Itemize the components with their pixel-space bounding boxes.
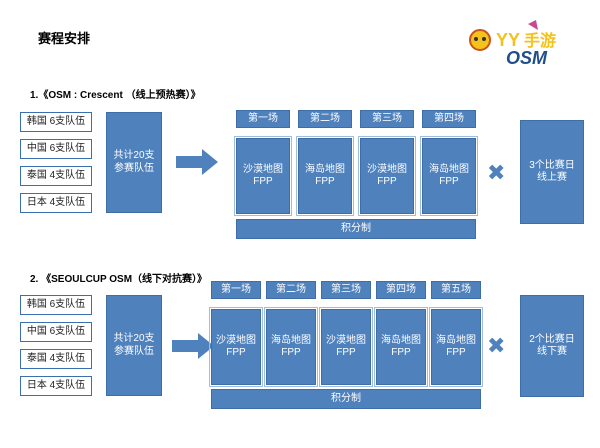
round-3-box: 第三场 [321,281,371,299]
svg-text:OSM: OSM [506,48,548,68]
page-title: 赛程安排 [38,31,91,46]
round-2-box: 第二场 [266,281,316,299]
round-1-box: 第一场 [236,110,290,128]
section-1-title: 1.《OSM : Crescent （线上预热赛）》 [30,90,201,101]
map-box-4: 海岛地图 FPP [420,136,478,216]
svg-text:手游: 手游 [524,31,556,50]
arrow-right-icon [176,149,218,175]
team-box-china: 中国 6支队伍 [20,139,92,159]
round-4-box: 第四场 [422,110,476,128]
team-box-thailand: 泰国 4支队伍 [20,349,92,369]
round-5-box: 第五场 [431,281,481,299]
team-box-china: 中国 6支队伍 [20,322,92,342]
map-box-3: 沙漠地图 FPP [358,136,416,216]
yy-osm-logo: YY 手游 OSM [466,20,584,70]
scoring-box: 积分制 [211,389,481,409]
round-2-box: 第二场 [298,110,352,128]
result-box: 3个比赛日 线上赛 [520,120,584,224]
round-4-box: 第四场 [376,281,426,299]
arrow-right-icon [172,333,214,359]
team-box-korea: 韩国 6支队伍 [20,112,92,132]
team-box-thailand: 泰国 4支队伍 [20,166,92,186]
scoring-box: 积分制 [236,219,476,239]
map-box-5: 海岛地图 FPP [429,307,483,387]
cross-icon: ✖ [487,160,506,185]
round-1-box: 第一场 [211,281,261,299]
team-box-japan: 日本 4支队伍 [20,376,92,396]
round-3-box: 第三场 [360,110,414,128]
map-box-1: 沙漠地图 FPP [209,307,263,387]
svg-text:YY: YY [496,30,520,50]
total-teams-box: 共计20支参赛队伍 [106,295,162,396]
result-box: 2个比赛日 线下赛 [520,295,584,397]
total-teams-box: 共计20支参赛队伍 [106,112,162,213]
section-2-title: 2. 《SEOULCUP OSM（线下对抗赛）》 [30,274,208,285]
team-box-korea: 韩国 6支队伍 [20,295,92,315]
map-box-1: 沙漠地图 FPP [234,136,292,216]
map-box-4: 海岛地图 FPP [374,307,428,387]
logo-graphic: YY 手游 OSM [469,20,556,68]
team-box-japan: 日本 4支队伍 [20,193,92,213]
map-box-2: 海岛地图 FPP [264,307,318,387]
cross-icon: ✖ [487,333,506,358]
map-box-3: 沙漠地图 FPP [319,307,373,387]
map-box-2: 海岛地图 FPP [296,136,354,216]
